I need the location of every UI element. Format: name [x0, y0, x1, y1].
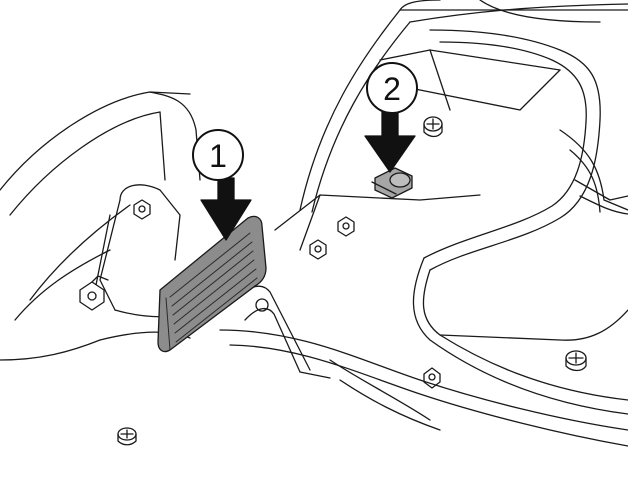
callout-1: 1: [192, 129, 244, 181]
phillips-screw: [423, 116, 443, 138]
hex-nut: [337, 216, 355, 237]
callout-2-label: 2: [383, 71, 401, 107]
hex-nut: [133, 199, 151, 220]
callout-1-label: 1: [209, 138, 227, 174]
bolt-head: [79, 275, 109, 311]
pedal: [157, 215, 267, 353]
arrow-down-icon: [364, 111, 416, 173]
pedal-arm: [234, 285, 331, 379]
body-housing: [299, 0, 628, 271]
callout-2: 2: [366, 62, 418, 114]
arrow-down-icon: [200, 177, 252, 241]
phillips-screw: [565, 350, 587, 372]
phillips-screw: [117, 427, 137, 446]
lock-knob: [371, 167, 413, 199]
fasteners: [79, 116, 587, 446]
front-panel: [219, 129, 628, 447]
small-bolt: [423, 367, 441, 389]
left-fender: [0, 91, 201, 361]
hex-nut: [309, 239, 327, 260]
